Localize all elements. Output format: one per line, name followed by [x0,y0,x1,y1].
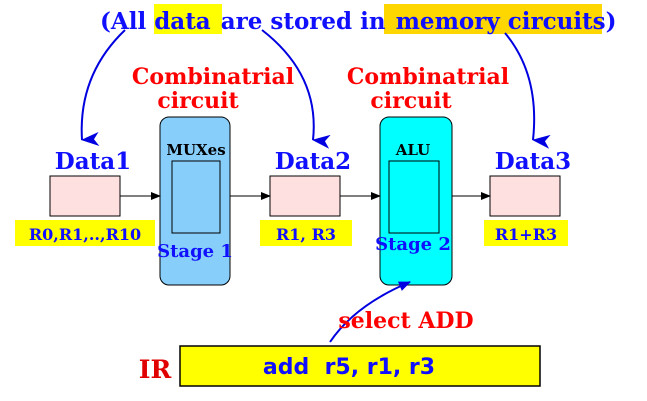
stage1-inner [171,160,221,234]
header-close: ) [606,8,617,35]
stage2-block [379,116,453,286]
stage2-top-label: ALU [395,141,430,159]
data2-contents-bg [260,220,352,246]
instruction-register [179,345,541,387]
instruction-text: add r5, r1, r3 [263,355,435,380]
select-add-arrow [329,281,411,343]
header-middle: are stored in [221,8,386,35]
stage2-inner [388,160,440,234]
data-highlight [154,4,222,34]
stage2-bottom-label: Stage 2 [375,234,451,255]
comb-label-1-line2: circuit [157,88,239,114]
data1-contents-bg [15,220,155,246]
header-word-memory: memory circuits [396,8,606,35]
ir-label: IR [139,355,172,384]
comb-label-2-line1: Combinatrial [347,64,509,90]
data1-label: Data1 [55,148,131,175]
stage1-top-label: MUXes [166,141,225,159]
memory-highlight [384,4,602,34]
data3-register [489,175,561,217]
arrow-to-data3 [504,32,551,149]
arrow-to-data2 [261,29,331,149]
data2-contents: R1, R3 [276,225,336,244]
comb-label-2-line2: circuit [370,88,452,114]
data2-label: Data2 [275,148,351,175]
data3-contents-bg [484,220,568,246]
arrow-to-data1 [80,29,126,146]
stage1-block [159,116,231,286]
stage1-bottom-label: Stage 1 [157,241,233,262]
data3-label: Data3 [495,148,571,175]
data1-register [49,175,121,217]
select-add-label: select ADD [338,308,473,334]
comb-label-1-line1: Combinatrial [132,64,294,90]
data3-contents: R1+R3 [495,225,557,244]
header-word-data: data [154,8,211,35]
data2-register [269,175,341,217]
data1-contents: R0,R1,..,R10 [29,225,141,244]
